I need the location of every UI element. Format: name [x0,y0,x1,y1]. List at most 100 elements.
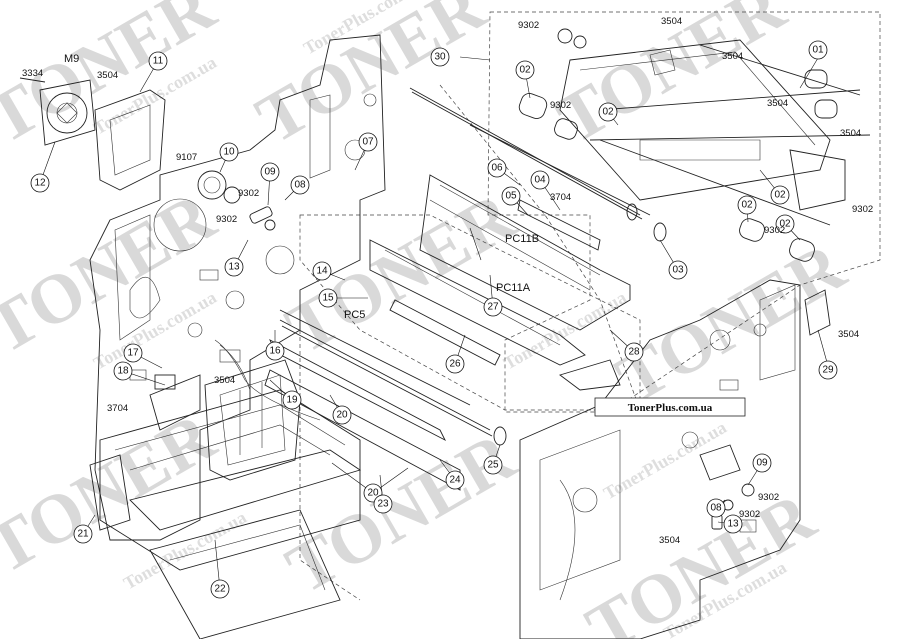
callout: 19 [282,390,302,410]
svg-text:14: 14 [316,266,328,277]
screw-code: 9302 [739,509,760,520]
callout: 16 [265,341,285,361]
callout: 03 [668,260,688,280]
screw-code: 3504 [767,98,788,109]
screw-code: 3504 [661,16,682,27]
svg-text:25: 25 [487,460,499,471]
signal-label: PC11B [505,233,539,245]
callout: 28 [624,342,644,362]
screw-code: 3504 [840,128,861,139]
gear-assembly [197,170,276,231]
svg-text:20: 20 [367,488,379,499]
signal-label: PC11A [496,282,531,294]
callout: 30 [430,47,450,67]
svg-text:02: 02 [779,219,791,230]
signal-label: M9 [64,53,79,65]
svg-text:02: 02 [602,107,614,118]
site-tag-text: TonerPlus.com.ua [628,402,713,414]
transfer-guide [369,174,631,391]
screw-code: 9302 [238,188,259,199]
svg-text:19: 19 [286,395,298,406]
svg-text:20: 20 [336,410,348,421]
callout: 17 [123,343,143,363]
callout: 18 [113,361,133,381]
svg-text:12: 12 [34,178,46,189]
svg-text:02: 02 [519,65,531,76]
svg-text:15: 15 [322,293,334,304]
watermark-brand: TONER [274,178,528,369]
callout: 08 [290,175,310,195]
watermark-site: TonerPlus.com.ua [120,507,250,594]
svg-text:04: 04 [534,175,546,186]
screw-code: 3504 [97,70,118,81]
callout: 02 [737,195,757,215]
callout: 25 [483,455,503,475]
callout: 04 [530,170,550,190]
callout: 22 [210,579,230,599]
callout: 29 [818,360,838,380]
callout: 02 [598,102,618,122]
svg-text:23: 23 [377,499,389,510]
callout: 15 [318,288,338,308]
callout: 10 [219,142,239,162]
subassembly-outlines [299,11,881,601]
right-bracket [699,289,831,530]
callout: 05 [501,186,521,206]
screw-code: 9302 [216,214,237,225]
svg-text:29: 29 [822,365,834,376]
svg-text:28: 28 [628,347,640,358]
callout: 20 [332,405,352,425]
svg-text:08: 08 [294,180,306,191]
screw-code: 3704 [550,192,571,203]
svg-text:09: 09 [264,167,276,178]
svg-text:03: 03 [672,265,684,276]
callout: 06 [487,158,507,178]
svg-text:30: 30 [434,52,446,63]
callout: 08 [706,498,726,518]
callout: 24 [445,470,465,490]
screw-code: 3704 [107,403,128,414]
svg-text:13: 13 [228,262,240,273]
callout: 14 [312,261,332,281]
callout: 13 [723,514,743,534]
callout: 26 [445,354,465,374]
svg-text:13: 13 [727,519,739,530]
screw-code: 9302 [852,204,873,215]
svg-text:21: 21 [77,529,89,540]
svg-text:22: 22 [214,584,226,595]
svg-text:07: 07 [362,137,374,148]
screw-code: 9302 [764,225,785,236]
callout: 09 [260,162,280,182]
callout: 02 [515,60,535,80]
svg-text:26: 26 [449,359,461,370]
svg-text:02: 02 [741,200,753,211]
callout: 07 [358,132,378,152]
signal-label: PC5 [344,309,365,321]
svg-text:11: 11 [153,56,164,67]
svg-text:16: 16 [269,346,281,357]
svg-text:09: 09 [756,458,768,469]
callout: 23 [373,494,393,514]
watermark-brand: TONER [0,178,228,369]
screw-code: 9302 [758,492,779,503]
svg-text:02: 02 [774,190,786,201]
callout: 13 [224,257,244,277]
svg-text:10: 10 [223,147,235,158]
callout: 11 [148,51,168,71]
screw-code: 3504 [838,329,859,340]
shafts [279,87,667,446]
callout: 09 [752,453,772,473]
callout: 02 [770,185,790,205]
svg-text:06: 06 [491,163,503,174]
feed-roller-assembly [518,28,871,262]
svg-text:01: 01 [812,45,824,56]
callout: 27 [483,297,503,317]
screw-code: 9302 [518,20,539,31]
svg-text:17: 17 [127,348,139,359]
svg-text:24: 24 [449,475,461,486]
site-tag: TonerPlus.com.ua [594,397,746,417]
screw-code: 3504 [214,375,235,386]
svg-text:08: 08 [710,503,722,514]
screw-code: 3504 [722,51,743,62]
